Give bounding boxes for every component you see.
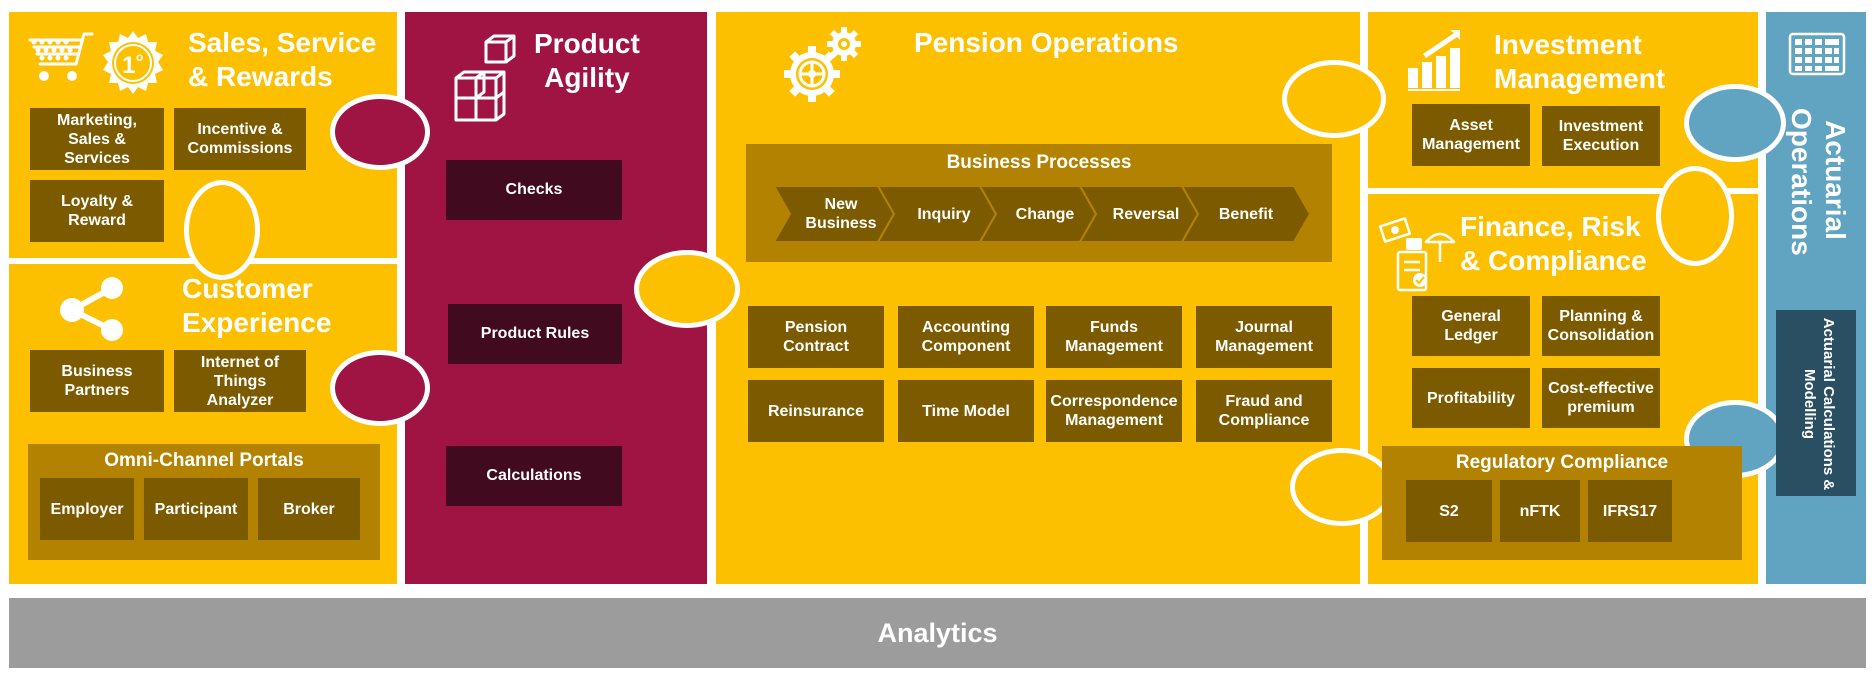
knob-pension-to-finance	[1290, 448, 1394, 526]
shopping-cart-icon	[26, 30, 100, 86]
calculator-icon	[1788, 32, 1846, 76]
investment-execution-box[interactable]: Investment Execution	[1542, 106, 1660, 166]
actuarial-calculations-box[interactable]: Actuarial Calculations & Modelling	[1776, 310, 1856, 496]
omni-channel-portals-title: Omni-Channel Portals	[28, 450, 380, 472]
time-model-box[interactable]: Time Model	[898, 380, 1034, 442]
incentive-commissions-box[interactable]: Incentive & Commissions	[174, 108, 306, 170]
ifrs17-box[interactable]: IFRS17	[1588, 480, 1672, 542]
customer-title: Customer Experience	[182, 272, 331, 340]
planning-consolidation-box[interactable]: Planning & Consolidation	[1542, 296, 1660, 356]
broker-portal-box[interactable]: Broker	[258, 478, 360, 540]
actuarial-calculations-label: Actuarial Calculations & Modelling	[1800, 302, 1838, 506]
general-ledger-box[interactable]: General Ledger	[1412, 296, 1530, 356]
finance-title: Finance, Risk & Compliance	[1460, 210, 1647, 278]
investment-title: Investment Management	[1494, 28, 1665, 96]
pension-title: Pension Operations	[914, 26, 1179, 60]
cost-effective-premium-box[interactable]: Cost-effective premium	[1542, 368, 1660, 428]
calculations-box[interactable]: Calculations	[446, 446, 622, 506]
step-inquiry[interactable]: Inquiry	[896, 186, 992, 242]
step-change[interactable]: Change	[998, 186, 1092, 242]
product-title: Product Agility	[534, 27, 640, 95]
step-benefit[interactable]: Benefit	[1198, 186, 1294, 242]
knob-sales-to-customer	[184, 180, 260, 280]
business-processes-title: Business Processes	[746, 152, 1332, 174]
actuarial-title: Actuarial Operations	[1784, 108, 1852, 252]
checks-box[interactable]: Checks	[446, 160, 622, 220]
employer-portal-box[interactable]: Employer	[40, 478, 134, 540]
first-place-badge-icon: 1 o	[100, 30, 166, 96]
share-icon	[58, 276, 128, 342]
fraud-compliance-box[interactable]: Fraud and Compliance	[1196, 380, 1332, 442]
business-partners-box[interactable]: Business Partners	[30, 350, 164, 412]
product-rules-box[interactable]: Product Rules	[448, 304, 622, 364]
knob-pension-to-investment	[1282, 60, 1386, 138]
asset-management-box[interactable]: Asset Management	[1412, 104, 1530, 166]
cubes-icon	[452, 34, 518, 126]
funds-management-box[interactable]: Funds Management	[1046, 306, 1182, 368]
journal-management-box[interactable]: Journal Management	[1196, 306, 1332, 368]
knob-pension-to-product	[634, 250, 740, 328]
gears-icon	[782, 26, 862, 102]
accounting-component-box[interactable]: Accounting Component	[898, 306, 1034, 368]
internet-of-things-analyzer-box[interactable]: Internet of Things Analyzer	[174, 350, 306, 412]
profitability-box[interactable]: Profitability	[1412, 368, 1530, 428]
correspondence-management-box[interactable]: Correspondence Management	[1046, 380, 1182, 442]
svg-text:o: o	[136, 50, 143, 64]
knob-investment-to-finance	[1656, 166, 1734, 266]
nftk-box[interactable]: nFTK	[1500, 480, 1580, 542]
regulatory-compliance-title: Regulatory Compliance	[1382, 452, 1742, 474]
svg-text:1: 1	[122, 52, 135, 79]
step-new-business[interactable]: New Business	[796, 186, 886, 242]
s2-box[interactable]: S2	[1406, 480, 1492, 542]
growth-chart-icon	[1406, 28, 1462, 92]
sales-title: Sales, Service & Rewards	[188, 26, 376, 94]
actuarial-title-wrap: Actuarial Operations	[1780, 108, 1852, 252]
knob-product-to-sales	[330, 94, 430, 170]
knob-product-to-customer	[330, 350, 430, 426]
analytics-label: Analytics	[9, 598, 1866, 668]
finance-icon	[1376, 212, 1456, 294]
knob-actuarial-to-investment	[1684, 84, 1786, 162]
pension-contract-box[interactable]: Pension Contract	[748, 306, 884, 368]
participant-portal-box[interactable]: Participant	[144, 478, 248, 540]
step-reversal[interactable]: Reversal	[1098, 186, 1194, 242]
reinsurance-box[interactable]: Reinsurance	[748, 380, 884, 442]
loyalty-reward-box[interactable]: Loyalty & Reward	[30, 180, 164, 242]
marketing-sales-services-box[interactable]: Marketing, Sales & Services	[30, 108, 164, 170]
